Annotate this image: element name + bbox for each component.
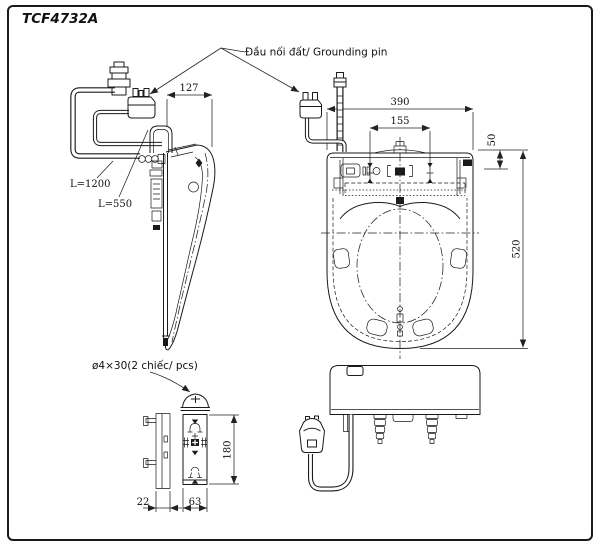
- plug-prongs-left: [132, 88, 150, 97]
- power-cord-core: [309, 414, 353, 491]
- grounding-pin-label: Đầu nối đất/ Grounding pin: [245, 47, 387, 59]
- hose-barb-fitting: [138, 154, 166, 164]
- hinge-head-lines: [167, 143, 197, 158]
- screw-spec-label: ø4×30(2 chiếc/ pcs): [92, 360, 198, 372]
- dim-22: 22: [137, 497, 150, 508]
- dim-180: 180: [223, 440, 234, 459]
- deck-components: [340, 163, 413, 178]
- dimension-520: 520: [420, 151, 528, 349]
- cord-length-label: L=550: [98, 199, 132, 210]
- grounding-pin-callout: Đầu nối đất/ Grounding pin: [149, 47, 387, 95]
- lid-profile-outer: [165, 144, 216, 351]
- seat-opening-centerline: [356, 208, 444, 324]
- hose-guide-loop: [149, 125, 173, 153]
- bottom-fittings: [392, 414, 468, 422]
- ext-lines-127: [166, 99, 213, 147]
- supply-hose-fitting: [333, 72, 347, 88]
- water-hose-core: [71, 88, 140, 158]
- dim-520: 520: [512, 239, 523, 258]
- ext-lines-50: [478, 149, 528, 170]
- rear-panel-dark-parts: [153, 225, 168, 346]
- mounting-plate-views: ø4×30(2 chiếc/ pcs) 180 22 63: [92, 360, 239, 512]
- center-detail-chain: [396, 306, 404, 337]
- leader-connector: [220, 47, 246, 53]
- drawing-border: [7, 5, 593, 541]
- power-plug-left: [127, 96, 156, 119]
- plate-dark-marks: [191, 419, 199, 484]
- drawing-title: TCF4732A: [22, 11, 98, 27]
- lid-profile-inner: [166, 156, 203, 343]
- hidden-edge-dashed: [344, 182, 466, 195]
- hose-barb-left: [373, 414, 387, 444]
- plug-prongs-right: [302, 92, 318, 101]
- dimension-50: 50: [478, 134, 528, 170]
- side-centerline: [171, 152, 209, 343]
- hose-barb-right: [425, 414, 439, 444]
- ext-lines-22: [155, 491, 171, 512]
- screw-leader: [149, 371, 191, 393]
- length-leader-lines: [96, 129, 149, 198]
- front-body-outline: [329, 365, 481, 415]
- side-view: [149, 125, 216, 351]
- top-view: [321, 137, 479, 359]
- top-button-notch: [346, 366, 364, 376]
- ext-lines-390: [326, 112, 474, 150]
- dim-390: 390: [390, 97, 409, 108]
- dimension-127: 127: [166, 83, 213, 147]
- dim-63: 63: [189, 497, 202, 508]
- bumper-right: [450, 248, 467, 269]
- hose-length-label: L=1200: [70, 179, 110, 190]
- screw-cap: [180, 393, 210, 411]
- power-plug-right: [299, 99, 322, 119]
- ground-cord2-core: [305, 118, 346, 152]
- power-cord-outline: [308, 414, 354, 492]
- leader-left-plug: [149, 47, 222, 95]
- leader-right-plug: [220, 47, 300, 93]
- dim-127: 127: [179, 83, 198, 94]
- plate-side-view: [143, 413, 171, 489]
- rear-connector-panel: [149, 160, 163, 222]
- plate-slot-details: [183, 423, 207, 478]
- bumper-bottom-left: [366, 318, 388, 337]
- seat-hidden-outline: [332, 198, 468, 342]
- top-view-connections: [299, 72, 347, 152]
- plate-front-view: [182, 414, 208, 485]
- centerline-cross: [321, 137, 479, 359]
- dimension-155: 155: [366, 116, 434, 183]
- back-plate-side: [162, 153, 170, 338]
- bumper-bottom-right: [412, 318, 434, 337]
- plate-screw-cross: [192, 439, 198, 446]
- hose-guide-loop-inner: [153, 129, 169, 153]
- deck-dark-components: [395, 159, 472, 204]
- hinge-diamond-mark: [195, 158, 203, 168]
- dimension-390: 390: [326, 97, 474, 150]
- front-view: [299, 365, 481, 492]
- bumper-left: [333, 248, 350, 269]
- top-center-fitting: [393, 141, 407, 154]
- ext-lines-155: [366, 131, 434, 181]
- stop-valve: [107, 61, 131, 96]
- dim-50: 50: [487, 134, 498, 147]
- supply-hose-ribs: [336, 95, 344, 146]
- left-connection-assembly: L=1200 L=550: [70, 61, 166, 210]
- hinge-boss-circle: [188, 181, 199, 193]
- ground-cord-core: [93, 110, 162, 146]
- power-plug-main: [299, 415, 325, 453]
- dim-155: 155: [390, 116, 409, 127]
